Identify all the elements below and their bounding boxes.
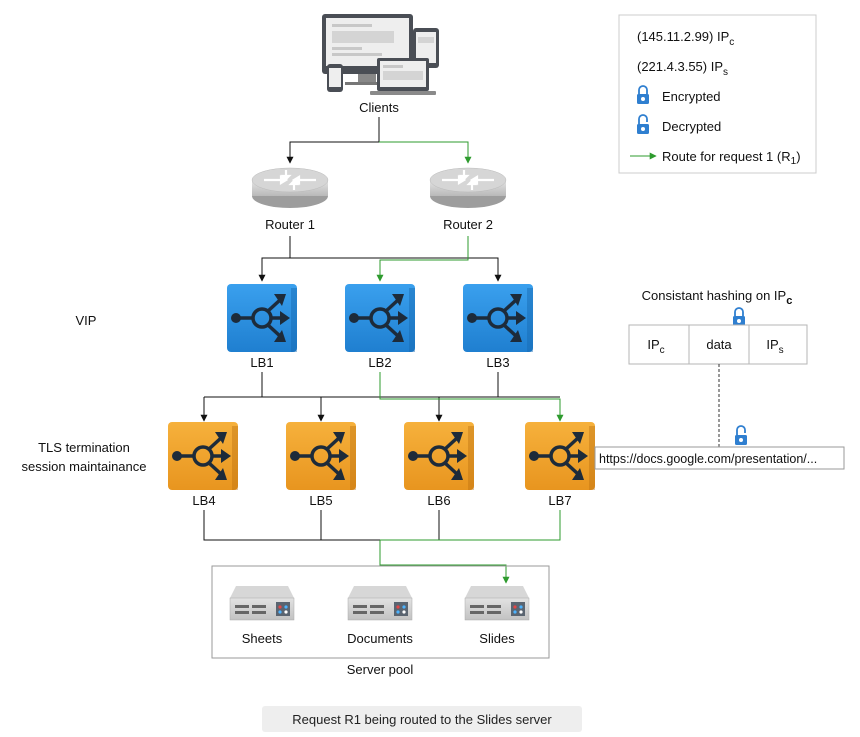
router-2-label: Router 2	[443, 217, 493, 232]
lb2-label: LB2	[368, 355, 391, 370]
clients-icon	[322, 14, 439, 95]
legend-box	[618, 14, 817, 174]
hashing-packet	[628, 324, 808, 365]
lb6-icon	[404, 422, 474, 490]
sheets-server-icon	[229, 585, 295, 621]
clients-label: Clients	[359, 100, 399, 115]
documents-label: Documents	[347, 631, 413, 646]
legend-encrypted: Encrypted	[662, 89, 721, 104]
router-2-icon	[428, 166, 508, 210]
tls-server-connectors	[203, 510, 561, 584]
tls-label-line2: session maintainance	[21, 459, 146, 474]
slides-label: Slides	[479, 631, 515, 646]
url-box	[594, 446, 845, 470]
url-text: https://docs.google.com/presentation/...	[599, 452, 817, 466]
lb4-label: LB4	[192, 493, 215, 508]
lb3-icon	[463, 284, 533, 352]
server-pool-box	[211, 565, 550, 659]
caption: Request R1 being routed to the Slides se…	[262, 706, 582, 732]
lb1-label: LB1	[250, 355, 273, 370]
url-lock-icon	[734, 425, 748, 446]
lb5-label: LB5	[309, 493, 332, 508]
legend-ip-client: (145.11.2.99) IPc	[637, 29, 734, 48]
lb2-icon	[345, 284, 415, 352]
router-1-icon	[250, 166, 330, 210]
tls-label-line1: TLS termination	[38, 440, 130, 455]
hashing-lock-icon	[732, 307, 746, 327]
router-1-label: Router 1	[265, 217, 315, 232]
lb3-label: LB3	[486, 355, 509, 370]
slides-server-icon	[464, 585, 530, 621]
server-pool-label: Server pool	[347, 662, 414, 677]
lb4-icon	[168, 422, 238, 490]
lb7-label: LB7	[548, 493, 571, 508]
lb1-icon	[227, 284, 297, 352]
hashing-title: Consistant hashing on IPc	[642, 288, 793, 307]
lb5-icon	[286, 422, 356, 490]
lb7-icon	[525, 422, 595, 490]
legend-ip-server: (221.4.3.55) IPs	[637, 59, 728, 78]
lb6-label: LB6	[427, 493, 450, 508]
documents-server-icon	[347, 585, 413, 621]
vip-label: VIP	[76, 313, 97, 328]
hashing-cell-ips: IPs	[766, 337, 783, 356]
legend-route: Route for request 1 (R1)	[662, 149, 801, 167]
hashing-cell-data: data	[706, 337, 732, 352]
sheets-label: Sheets	[242, 631, 283, 646]
router-lb-connectors	[258, 236, 502, 282]
legend-decrypted: Decrypted	[662, 119, 721, 134]
vip-tls-connectors	[200, 372, 564, 422]
hashing-cell-ipc: IPc	[647, 337, 664, 356]
client-router-connectors	[286, 117, 472, 164]
